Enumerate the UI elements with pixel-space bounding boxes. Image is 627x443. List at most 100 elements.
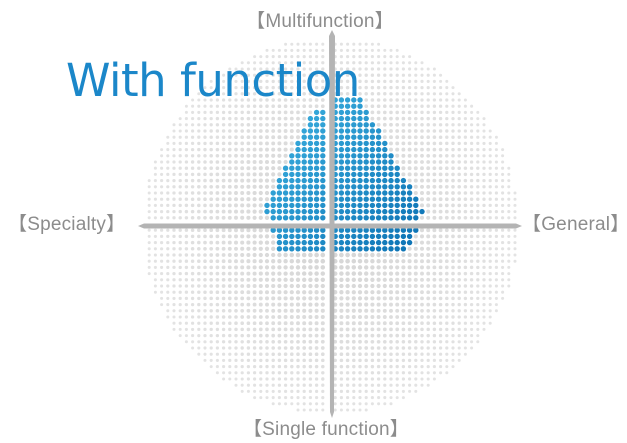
sphere-dot xyxy=(382,290,387,295)
sphere-dot xyxy=(314,346,319,350)
highlight-dot xyxy=(357,246,363,252)
sphere-dot xyxy=(407,110,412,115)
sphere-dot xyxy=(388,271,394,276)
sphere-dot xyxy=(252,333,257,338)
sphere-dot xyxy=(190,160,195,164)
sphere-dot xyxy=(376,308,381,313)
sphere-dot xyxy=(413,160,418,164)
sphere-dot xyxy=(426,296,431,301)
highlight-dot xyxy=(351,165,357,171)
sphere-dot xyxy=(184,284,189,288)
sphere-dot xyxy=(488,303,492,307)
sphere-dot xyxy=(426,277,431,282)
sphere-dot xyxy=(321,358,325,363)
sphere-dot xyxy=(203,284,207,288)
highlight-dot xyxy=(382,165,388,171)
sphere-dot xyxy=(432,290,437,295)
sphere-dot xyxy=(197,154,201,158)
sphere-dot xyxy=(246,277,251,282)
sphere-dot xyxy=(358,333,362,338)
sphere-dot xyxy=(438,172,443,177)
sphere-dot xyxy=(308,308,313,313)
sphere-dot xyxy=(265,364,269,369)
sphere-dot xyxy=(265,389,269,393)
sphere-dot xyxy=(172,216,176,220)
sphere-dot xyxy=(178,327,182,331)
sphere-dot xyxy=(283,283,288,289)
sphere-dot xyxy=(153,290,157,294)
sphere-dot xyxy=(246,364,251,369)
sphere-dot xyxy=(445,129,449,133)
sphere-dot xyxy=(389,327,393,332)
sphere-dot xyxy=(284,402,288,406)
sphere-dot xyxy=(314,302,319,307)
sphere-dot xyxy=(296,377,300,381)
sphere-dot xyxy=(420,246,424,251)
sphere-dot xyxy=(283,98,288,102)
sphere-dot xyxy=(358,61,362,65)
sphere-dot xyxy=(432,116,437,121)
sphere-dot xyxy=(184,141,189,146)
sphere-dot xyxy=(271,277,276,282)
sphere-dot xyxy=(308,98,313,102)
sphere-dot xyxy=(513,203,517,207)
highlight-dot xyxy=(375,227,382,233)
sphere-dot xyxy=(351,327,356,332)
sphere-dot xyxy=(488,290,492,294)
sphere-dot xyxy=(401,296,406,301)
sphere-dot xyxy=(240,327,244,332)
sphere-dot xyxy=(345,85,350,90)
sphere-dot xyxy=(376,377,381,381)
highlight-dot xyxy=(338,190,345,196)
sphere-dot xyxy=(463,346,467,350)
sphere-dot xyxy=(277,396,281,400)
highlight-dot xyxy=(363,159,369,165)
sphere-dot xyxy=(382,110,387,115)
sphere-dot xyxy=(395,327,400,332)
sphere-dot xyxy=(426,160,431,164)
sphere-dot xyxy=(258,228,263,233)
highlight-dot xyxy=(388,202,394,209)
sphere-dot xyxy=(395,252,400,258)
sphere-dot xyxy=(265,73,269,77)
sphere-dot xyxy=(364,333,369,338)
sphere-dot xyxy=(444,184,449,189)
sphere-dot xyxy=(345,283,350,289)
sphere-dot xyxy=(501,253,505,257)
sphere-dot xyxy=(277,321,282,326)
highlight-dot xyxy=(351,146,357,153)
sphere-dot xyxy=(240,271,245,276)
highlight-dot xyxy=(320,190,326,196)
sphere-dot xyxy=(264,240,270,245)
sphere-dot xyxy=(339,364,344,369)
sphere-dot xyxy=(234,321,238,325)
sphere-dot xyxy=(314,383,319,387)
sphere-dot xyxy=(153,166,157,170)
sphere-dot xyxy=(296,135,300,140)
sphere-dot xyxy=(345,67,350,71)
axis-label-single-function: 【Single function】 xyxy=(242,419,410,440)
sphere-dot xyxy=(407,271,412,276)
sphere-dot xyxy=(190,253,195,257)
sphere-dot xyxy=(413,166,418,171)
sphere-dot xyxy=(252,147,257,152)
sphere-dot xyxy=(463,166,468,170)
sphere-dot xyxy=(246,215,251,220)
highlight-dot xyxy=(344,215,351,221)
axis-label-specialty: 【Specialty】 xyxy=(8,214,126,235)
sphere-dot xyxy=(321,73,325,77)
highlight-dot xyxy=(313,190,320,196)
sphere-dot xyxy=(153,265,157,269)
highlight-dot xyxy=(351,190,357,196)
sphere-dot xyxy=(407,284,412,288)
sphere-dot xyxy=(203,185,207,189)
sphere-dot xyxy=(370,79,375,84)
sphere-dot xyxy=(413,277,418,282)
highlight-dot xyxy=(301,128,307,134)
highlight-dot xyxy=(400,202,407,209)
sphere-dot xyxy=(172,191,176,195)
sphere-dot xyxy=(420,184,424,189)
highlight-dot xyxy=(375,233,382,240)
highlight-dot xyxy=(338,146,345,153)
sphere-dot xyxy=(264,246,270,251)
